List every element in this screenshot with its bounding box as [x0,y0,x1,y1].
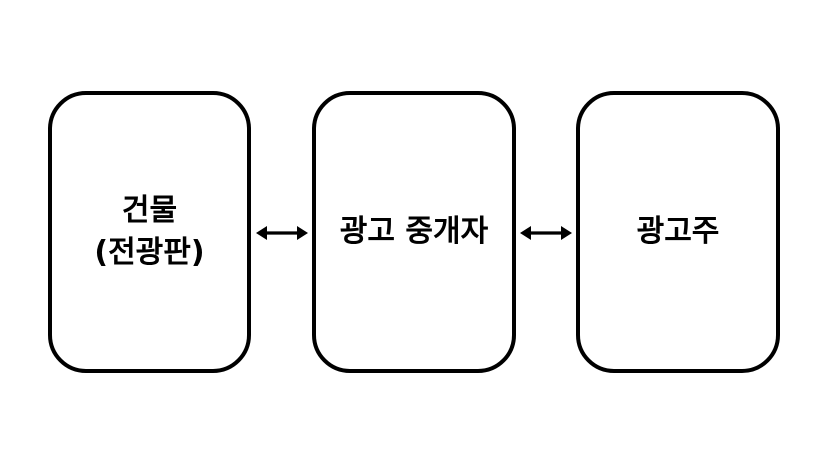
building-box: 건물 (전광판) [48,91,251,373]
broker-label-line-1: 광고 중개자 [339,214,489,249]
building-label-line-1: 건물 [121,193,178,228]
building-label-line-2: (전광판) [94,235,205,270]
bidirectional-arrow-broker-advertiser [520,226,572,240]
advertiser-label-line-1: 광고주 [636,214,720,249]
advertiser-box: 광고주 [576,91,780,373]
advertiser-label: 광고주 [637,211,720,253]
building-label: 건물 (전광판) [94,190,204,274]
bidirectional-arrow-building-broker [256,226,308,240]
broker-box: 광고 중개자 [312,91,516,373]
broker-label: 광고 중개자 [340,211,488,253]
